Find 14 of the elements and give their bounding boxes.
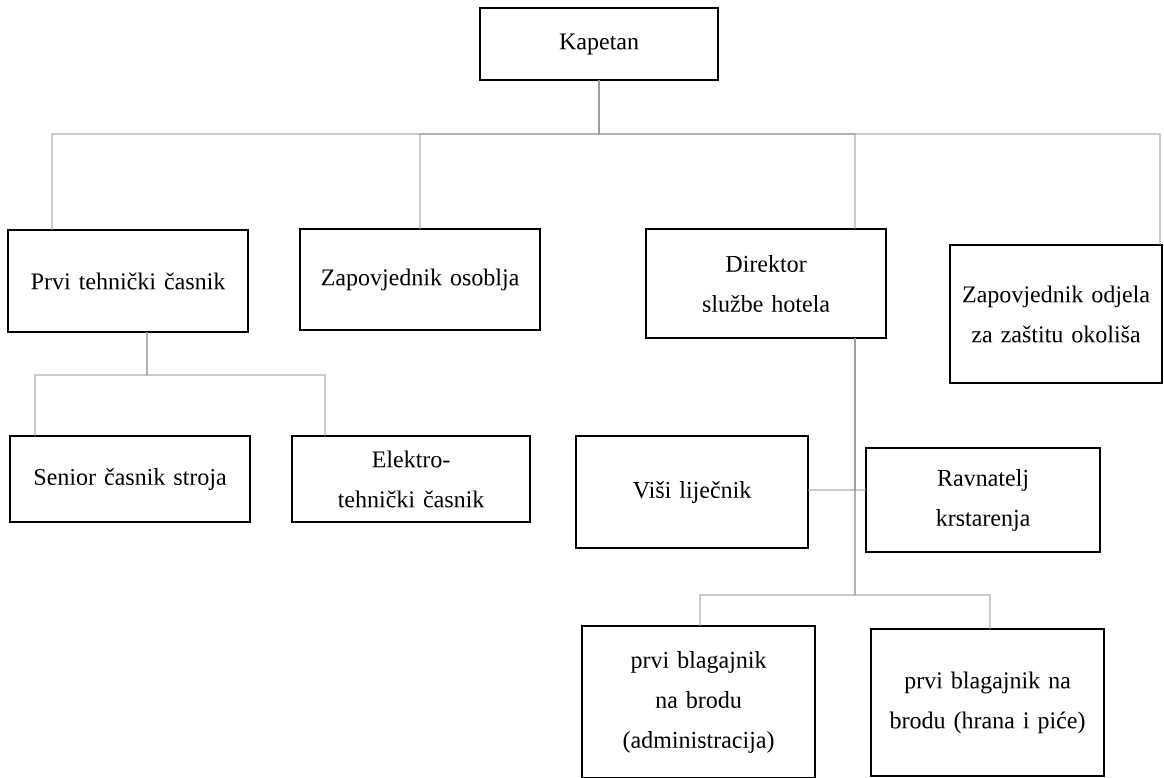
org-box: Prvi tehnički časnik [7, 229, 249, 333]
org-box: Ravnatelj krstarenja [865, 447, 1101, 553]
org-box: prvi blagajnik na brodu (administracija) [581, 625, 816, 778]
org-box: prvi blagajnik na brodu (hrana i piće) [870, 628, 1105, 777]
org-box: Zapovjednik odjela za zaštitu okoliša [949, 244, 1163, 384]
org-box: Zapovjednik osoblja [299, 228, 541, 331]
connector-line [598, 79, 1161, 246]
org-box: Kapetan [479, 7, 719, 81]
connector-line [854, 337, 991, 630]
org-box: Elektro-tehnički časnik [291, 435, 531, 523]
org-box: Viši liječnik [575, 435, 809, 549]
org-box: Senior časnik stroja [9, 435, 251, 523]
connector-line [146, 331, 326, 437]
org-box: Direktor službe hotela [645, 228, 887, 339]
